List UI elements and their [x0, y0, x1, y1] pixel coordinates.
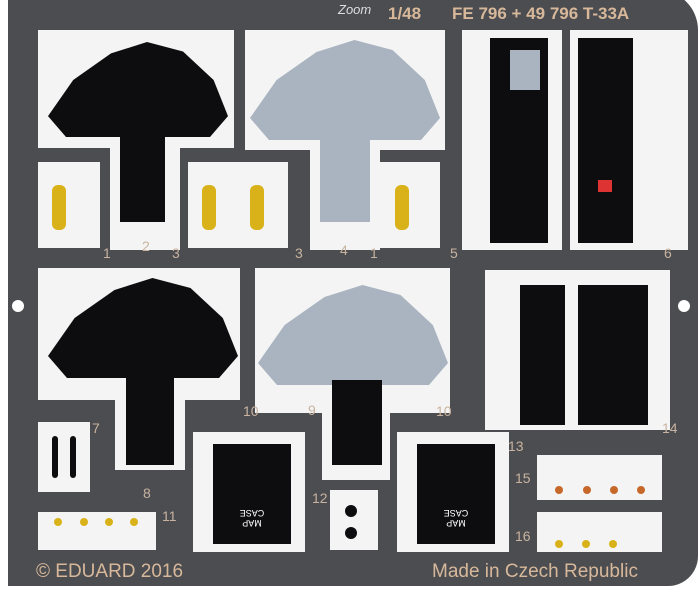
- switch-part-15: [610, 486, 618, 494]
- switch-part-11: [105, 518, 113, 526]
- part-3-strap: [202, 185, 216, 230]
- part-number: 10: [436, 403, 452, 419]
- lever-part-7: [52, 436, 58, 478]
- console-6-red-label: [598, 180, 612, 192]
- part-number: 9: [308, 402, 316, 418]
- map-case-line2: CASE: [443, 508, 469, 518]
- part-number: 15: [515, 470, 531, 486]
- switch-part-16: [555, 540, 563, 548]
- knob-part-12: [345, 505, 357, 517]
- cutout-frame: [380, 162, 440, 248]
- part-number: 4: [340, 242, 348, 258]
- switch-part-16: [582, 540, 590, 548]
- part-number: 6: [664, 245, 672, 261]
- part-number: 11: [162, 508, 177, 524]
- switch-part-11: [54, 518, 62, 526]
- cutout-frame: [38, 422, 90, 492]
- part-number: 5: [450, 245, 458, 261]
- side-console-14: [578, 285, 648, 425]
- part-number: 8: [143, 485, 151, 501]
- part-number: 2: [142, 238, 150, 254]
- part-number: 1: [103, 245, 111, 261]
- zoom-logo: Zoom: [338, 2, 372, 17]
- part-number: 3: [295, 245, 303, 261]
- part-number: 14: [662, 420, 678, 436]
- part-3-strap: [250, 185, 264, 230]
- product-code: FE 796 + 49 796 T-33A: [452, 4, 630, 23]
- mounting-hole: [12, 300, 24, 312]
- panel-9-stem: [332, 380, 382, 465]
- map-case-part-10: [213, 444, 291, 544]
- map-case-line1: MAP: [242, 518, 262, 528]
- cutout-frame: [330, 490, 378, 550]
- scale-label: 1/48: [388, 4, 422, 23]
- part-number: 16: [515, 528, 531, 544]
- panel-4-stem: [320, 130, 370, 222]
- switch-part-11: [80, 518, 88, 526]
- switch-part-11: [130, 518, 138, 526]
- part-number: 13: [508, 438, 524, 454]
- map-case-line1: MAP: [446, 518, 466, 528]
- part-1-strap: [52, 185, 66, 230]
- switch-part-15: [555, 486, 563, 494]
- switch-part-16: [609, 540, 617, 548]
- panel-2-stem: [120, 130, 165, 222]
- part-1-strap: [395, 185, 409, 230]
- origin-label: Made in Czech Republic: [432, 561, 638, 582]
- part-number: 3: [172, 245, 180, 261]
- switch-part-15: [637, 486, 645, 494]
- copyright-label: © EDUARD 2016: [36, 561, 184, 582]
- switch-part-15: [583, 486, 591, 494]
- part-number: 7: [92, 420, 100, 436]
- knob-part-12: [345, 527, 357, 539]
- mounting-hole: [678, 300, 690, 312]
- side-console-13: [520, 285, 565, 425]
- panel-8-stem: [126, 370, 174, 465]
- map-case-line2: CASE: [239, 508, 265, 518]
- part-number: 12: [312, 490, 328, 506]
- console-5-detail: [510, 50, 540, 90]
- part-number: 10: [243, 403, 259, 419]
- lever-part-7: [70, 436, 76, 478]
- map-case-part-10: [417, 444, 495, 544]
- cutout-frame: [38, 162, 100, 248]
- part-number: 1: [370, 245, 378, 261]
- side-console-6: [578, 38, 633, 243]
